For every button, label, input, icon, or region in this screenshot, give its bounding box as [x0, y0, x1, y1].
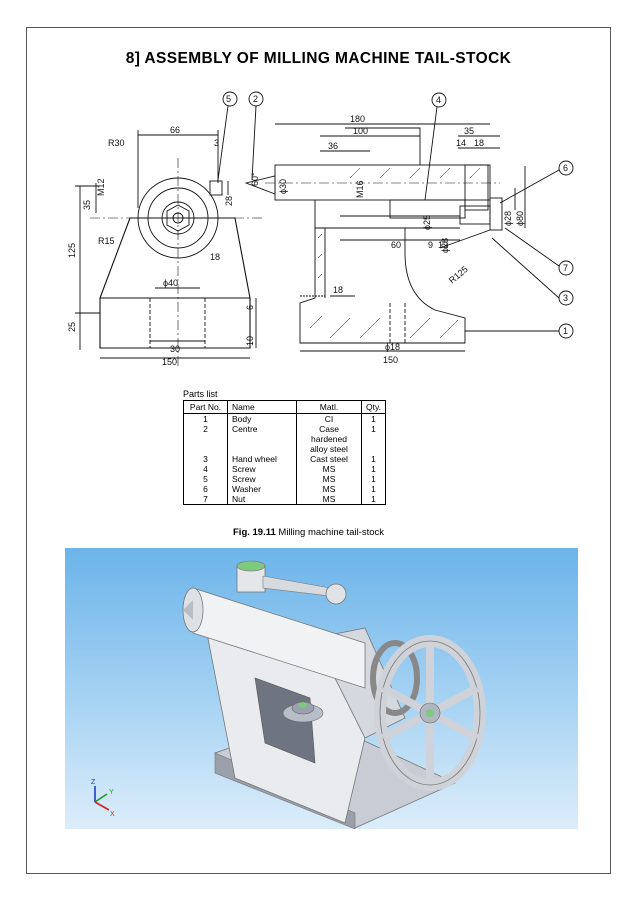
- cell-name: Centre: [227, 424, 297, 454]
- cell-material: MS: [296, 464, 362, 474]
- dim-18a: 18: [210, 252, 220, 262]
- parts-list-caption: Parts list: [183, 389, 218, 399]
- dim-9: 9: [428, 240, 433, 250]
- table-header-row: Part No. Name Matl. Qty.: [183, 400, 386, 414]
- dim-28a: 28: [224, 196, 234, 206]
- cell-material: MS: [296, 484, 362, 494]
- dim-36: 36: [328, 141, 338, 151]
- dim-66: 66: [170, 125, 180, 135]
- parts-list-table: Part No. Name Matl. Qty. 1 Body CI 1 2 C…: [183, 400, 386, 505]
- dim-12: 12: [438, 240, 448, 250]
- dim-150a: 150: [162, 357, 177, 367]
- dim-35: 35: [82, 200, 92, 210]
- cell-qty: 1: [361, 494, 386, 505]
- dim-60deg: 60°: [250, 172, 260, 186]
- header-part-no: Part No.: [183, 400, 228, 414]
- dim-r125: R125: [447, 264, 470, 285]
- balloon-3: 3: [563, 293, 568, 303]
- cell-qty: 1: [361, 474, 386, 484]
- balloon-6: 6: [563, 163, 568, 173]
- cell-qty: 1: [361, 413, 386, 424]
- dim-phi30: ϕ30: [278, 179, 288, 194]
- material-line-2: alloy steel: [310, 444, 348, 454]
- page-title: 8] ASSEMBLY OF MILLING MACHINE TAIL-STOC…: [125, 50, 512, 67]
- figure-caption-text: Milling machine tail-stock: [278, 527, 385, 538]
- balloon-4: 4: [436, 95, 441, 105]
- balloon-5: 5: [226, 94, 231, 104]
- cell-part-no: 7: [183, 494, 228, 505]
- cell-qty: 1: [361, 424, 386, 454]
- header-qty: Qty.: [361, 400, 386, 414]
- dim-18c: 18: [333, 285, 343, 295]
- cell-part-no: 3: [183, 454, 228, 464]
- dim-100: 100: [353, 126, 368, 136]
- table-row: 6 Washer MS 1: [183, 484, 386, 494]
- cell-part-no: 4: [183, 464, 228, 474]
- cell-part-no: 6: [183, 484, 228, 494]
- cell-material: Cast steel: [296, 454, 362, 464]
- balloon-2: 2: [253, 94, 258, 104]
- cell-material: MS: [296, 494, 362, 505]
- dim-m12: M12: [96, 178, 106, 196]
- dim-r30: R30: [108, 138, 125, 148]
- cell-material: MS: [296, 474, 362, 484]
- cell-qty: 1: [361, 464, 386, 474]
- cell-part-no: 5: [183, 474, 228, 484]
- dim-phi28b: ϕ28: [440, 238, 450, 253]
- cell-name: Screw: [227, 464, 297, 474]
- cell-qty: 1: [361, 454, 386, 464]
- tailstock-3d-model: Z Y X: [91, 560, 486, 829]
- dim-18b: 18: [474, 138, 484, 148]
- dim-6: 6: [245, 305, 255, 310]
- dim-150b: 150: [383, 355, 398, 365]
- cell-qty: 1: [361, 484, 386, 494]
- table-row: 1 Body CI 1: [183, 413, 386, 424]
- cell-name: Hand wheel: [227, 454, 297, 464]
- cell-name: Screw: [227, 474, 297, 484]
- cell-name: Body: [227, 413, 297, 424]
- figure-number: Fig. 19.11: [233, 527, 276, 538]
- dim-10: 10: [245, 336, 255, 346]
- engineering-drawing: 5 2 4 6 7 3 1 66 R30 3 35 M12 28 R15 125…: [67, 91, 574, 368]
- dim-phi25: ϕ25: [422, 215, 432, 230]
- material-line-1: Case hardened: [311, 424, 347, 444]
- table-row: 7 Nut MS 1: [183, 494, 386, 505]
- cell-name: Nut: [227, 494, 297, 505]
- table-row: 4 Screw MS 1: [183, 464, 386, 474]
- header-name: Name: [227, 400, 297, 414]
- dim-25: 25: [67, 322, 77, 332]
- cell-part-no: 2: [183, 424, 228, 454]
- dim-phi28: ϕ28: [503, 211, 513, 226]
- dim-3: 3: [214, 138, 219, 148]
- page-border: [26, 27, 611, 874]
- cell-name: Washer: [227, 484, 297, 494]
- header-material: Matl.: [296, 400, 362, 414]
- dim-125: 125: [67, 243, 77, 258]
- figure-caption: Fig. 19.11 Milling machine tail-stock: [233, 527, 384, 538]
- cell-material: CI: [296, 413, 362, 424]
- dim-phi18: ϕ18: [385, 342, 400, 352]
- dim-14: 14: [456, 138, 466, 148]
- dim-35b: 35: [464, 126, 474, 136]
- dim-60: 60: [391, 240, 401, 250]
- axis-z-label: Z: [91, 779, 96, 786]
- 3d-render: Z Y X: [65, 548, 578, 829]
- dim-phi80: ϕ80: [515, 211, 525, 226]
- dim-m16: M16: [355, 180, 365, 198]
- cell-part-no: 1: [183, 413, 228, 424]
- dim-180: 180: [350, 114, 365, 124]
- dim-r15: R15: [98, 236, 115, 246]
- dim-30: 30: [170, 344, 180, 354]
- table-row: 5 Screw MS 1: [183, 474, 386, 484]
- axis-y-label: Y: [109, 789, 114, 796]
- balloon-7: 7: [563, 263, 568, 273]
- dim-phi40: ϕ40: [163, 278, 178, 288]
- balloon-1: 1: [563, 326, 568, 336]
- table-row: 3 Hand wheel Cast steel 1: [183, 454, 386, 464]
- axis-x-label: X: [110, 811, 115, 818]
